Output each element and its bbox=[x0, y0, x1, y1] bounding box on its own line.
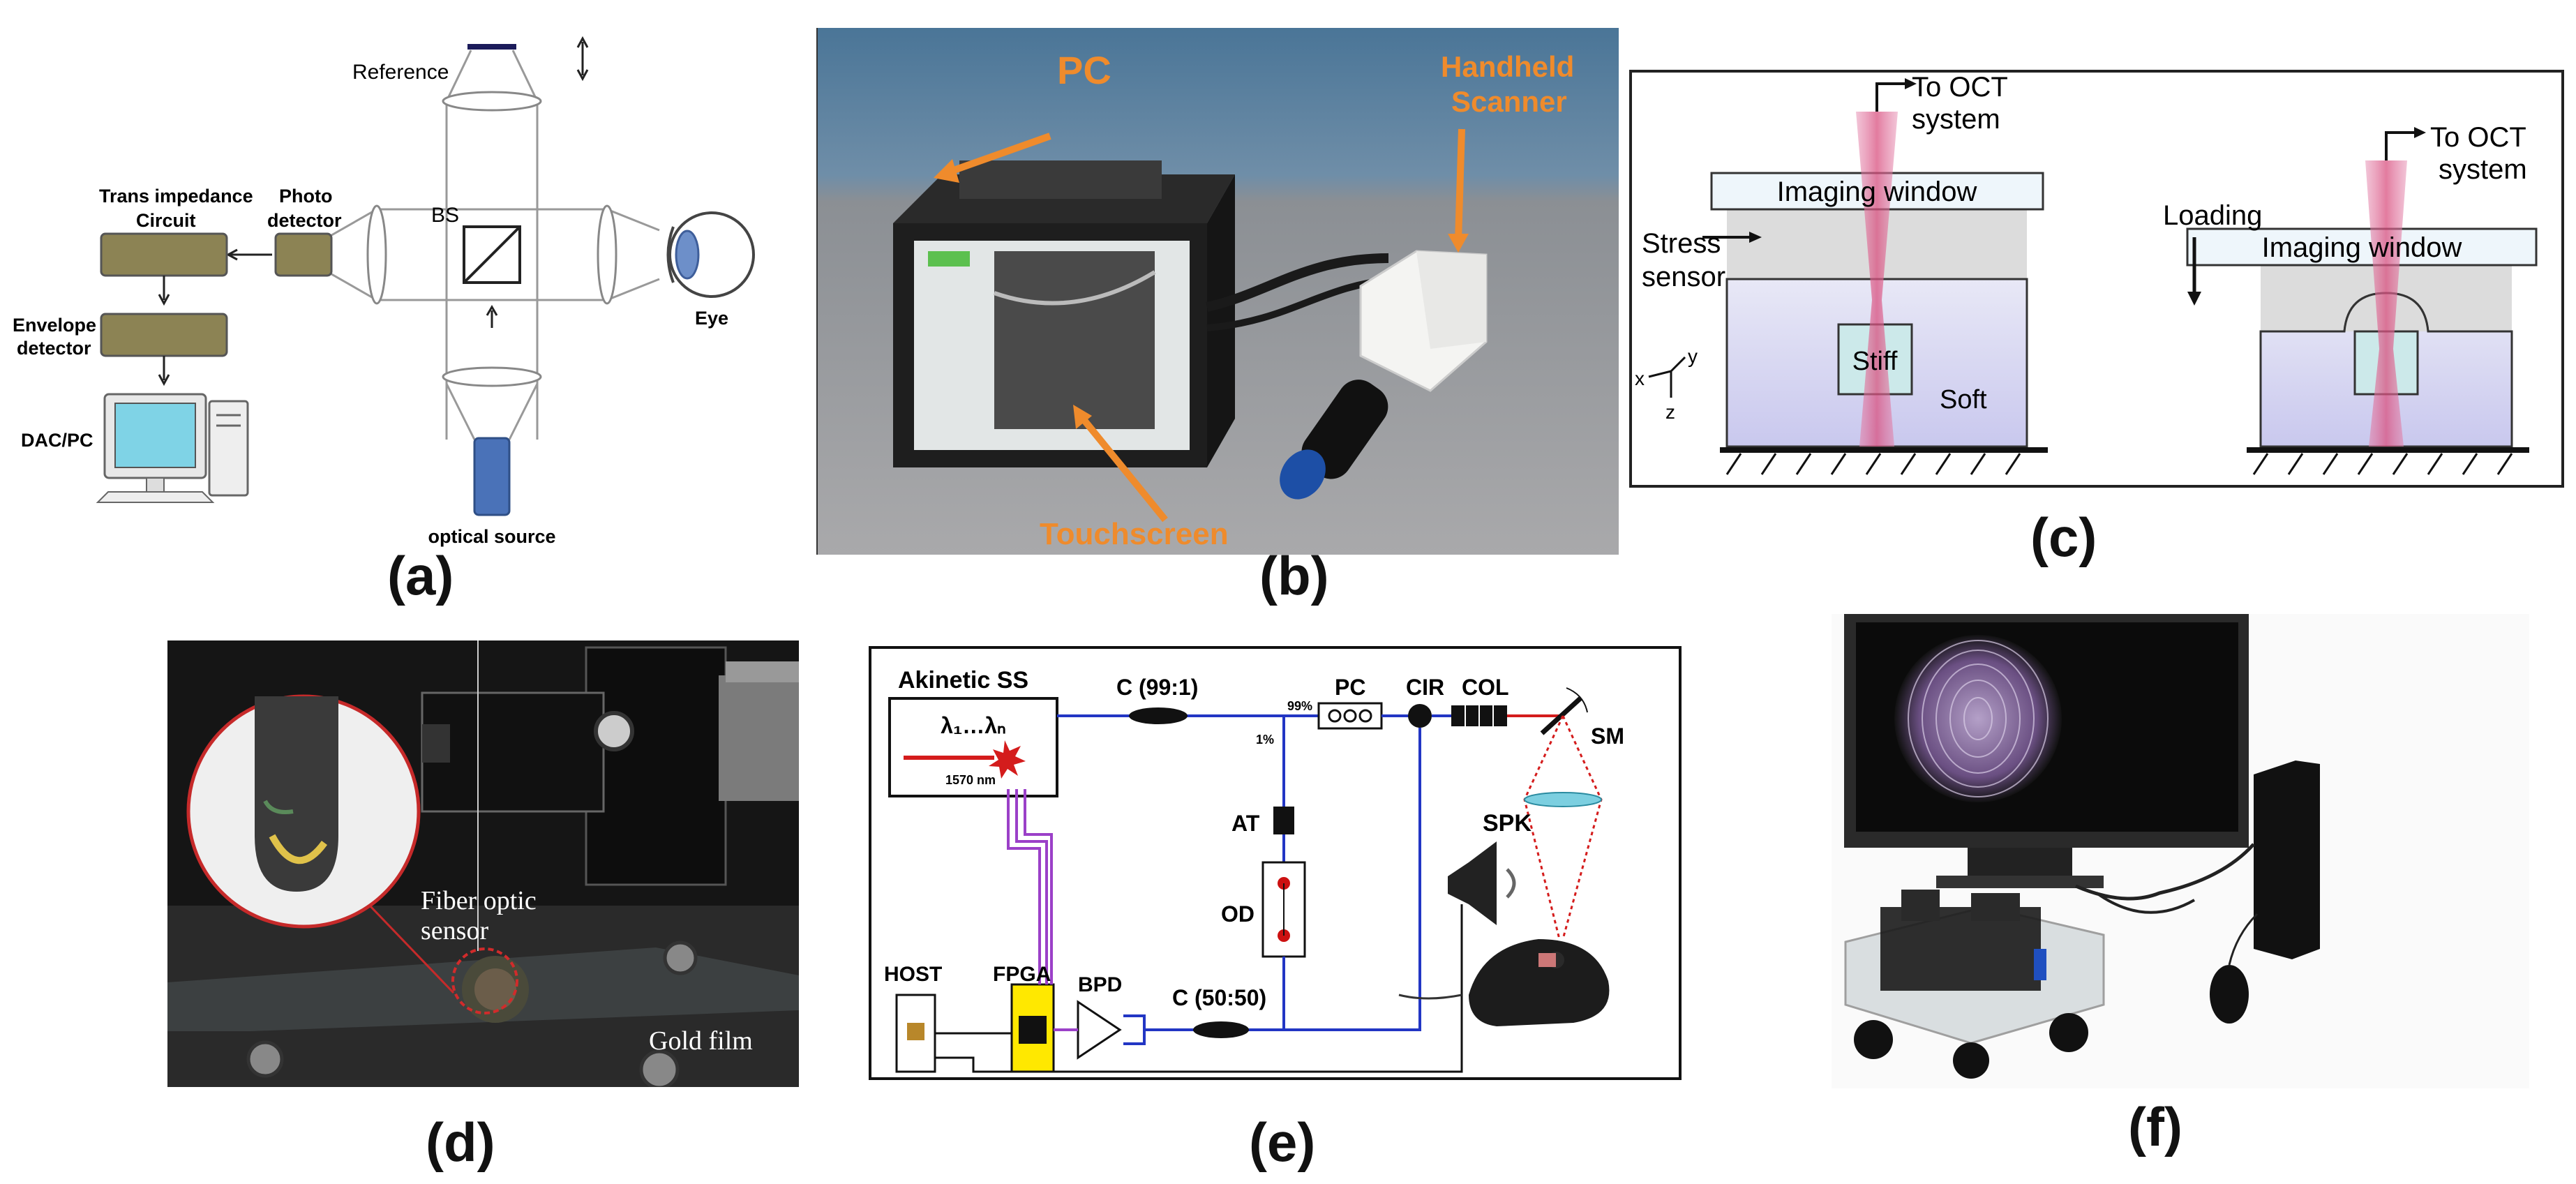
panel-f-photo bbox=[1832, 614, 2529, 1088]
sm-label: SM bbox=[1591, 724, 1624, 749]
coupler-99-1 bbox=[1129, 707, 1188, 724]
wavelength-label: 1570 nm bbox=[945, 773, 996, 787]
reference-lens bbox=[442, 91, 542, 112]
sensor-label-d: sensor bbox=[421, 916, 488, 945]
imaging-window-label-1: Imaging window bbox=[1777, 177, 1977, 207]
optical-source-box bbox=[473, 437, 511, 516]
scanner-label: Scanner bbox=[1451, 85, 1567, 118]
axis-x-label: x bbox=[1635, 368, 1645, 389]
stiff-label: Stiff bbox=[1852, 347, 1898, 376]
pc-label: PC bbox=[1057, 48, 1111, 92]
akinetic-label: Akinetic SS bbox=[898, 667, 1028, 694]
axis-z-label: z bbox=[1665, 401, 1675, 423]
mouse-animal-icon bbox=[1398, 939, 1610, 1026]
panel-d: Fiber optic sensor Gold film bbox=[167, 640, 799, 1090]
highlight-circle bbox=[451, 947, 518, 1014]
caption-a: (a) bbox=[387, 545, 454, 606]
arrow-up-icon bbox=[486, 305, 498, 316]
at-label: AT bbox=[1231, 811, 1260, 836]
panel-a: Reference BS Trans impedance Circuit Pho… bbox=[0, 0, 802, 558]
handheld-label: Handheld bbox=[1441, 50, 1574, 83]
gold-film-label: Gold film bbox=[649, 1026, 753, 1056]
bpd-label: BPD bbox=[1078, 973, 1122, 996]
caption-e: (e) bbox=[1249, 1111, 1316, 1173]
host-label: HOST bbox=[884, 963, 942, 986]
axis-y-label: y bbox=[1688, 345, 1698, 367]
cir-label: CIR bbox=[1406, 675, 1444, 700]
caption-d: (d) bbox=[426, 1111, 495, 1173]
oct-beam-left bbox=[1856, 112, 1898, 447]
computer-tower bbox=[2254, 760, 2320, 959]
caption-b: (b) bbox=[1259, 545, 1329, 606]
photo-detector-label: detector bbox=[267, 210, 342, 231]
spk-label: SPK bbox=[1483, 810, 1532, 837]
to-oct-label-1: To OCT bbox=[1912, 72, 2008, 103]
fingerprint-image bbox=[1894, 635, 2062, 802]
source-lens bbox=[442, 366, 542, 387]
envelope-detector-box bbox=[100, 313, 228, 357]
photo-label: Photo bbox=[279, 186, 332, 207]
circuit-label: Circuit bbox=[136, 210, 196, 231]
od-label: OD bbox=[1221, 901, 1255, 927]
computer-icon bbox=[96, 393, 249, 503]
speaker-icon bbox=[1448, 841, 1516, 925]
coupler-50-50 bbox=[1193, 1021, 1249, 1038]
objective-lens bbox=[1524, 792, 1602, 807]
dac-pc-label: DAC/PC bbox=[21, 430, 93, 451]
bs-label: BS bbox=[431, 204, 459, 227]
computer-mouse bbox=[2210, 965, 2249, 1024]
optical-source-label: optical source bbox=[428, 526, 555, 547]
detector-lens bbox=[366, 204, 387, 305]
eye-lens bbox=[597, 204, 617, 305]
to-oct-label-2: To OCT bbox=[2430, 122, 2526, 153]
panel-e-diagram: Akinetic SS λ₁…λₙ 1570 nm C (99:1) 99% 1… bbox=[869, 646, 1682, 1080]
system-label-2: system bbox=[2439, 154, 2527, 185]
caption-f: (f) bbox=[2128, 1096, 2182, 1157]
panel-b: PC Handheld Scanner Touchscreen bbox=[815, 28, 1619, 555]
trans-impedance-label: Trans impedance bbox=[99, 186, 253, 207]
panel-e: Akinetic SS λ₁…λₙ 1570 nm C (99:1) 99% 1… bbox=[869, 646, 1682, 1080]
panel-c-diagram: To OCT system Imaging window Stress sens… bbox=[1629, 70, 2564, 488]
trans-impedance-box bbox=[100, 232, 228, 277]
touchscreen-label: Touchscreen bbox=[1040, 517, 1229, 551]
scanner-lens bbox=[1301, 380, 1388, 479]
envelope-label: Envelope bbox=[13, 315, 96, 336]
pc-label-e: PC bbox=[1335, 675, 1365, 700]
fiber-optic-label: Fiber optic bbox=[421, 886, 537, 915]
axes-icon bbox=[1648, 356, 1686, 398]
pc-slot bbox=[959, 160, 1162, 199]
panel-f bbox=[1832, 614, 2529, 1088]
soft-label: Soft bbox=[1940, 385, 1987, 414]
oct-beam-right bbox=[2365, 160, 2407, 447]
pct-99-label: 99% bbox=[1287, 699, 1312, 713]
loading-label: Loading bbox=[2163, 200, 2262, 231]
sensor-label: sensor bbox=[1642, 262, 1725, 292]
coupler-5050-label: C (50:50) bbox=[1172, 985, 1266, 1010]
akinetic-source-box bbox=[888, 697, 1058, 797]
pct-1-label: 1% bbox=[1256, 733, 1274, 747]
imaging-window-label-2: Imaging window bbox=[2262, 232, 2462, 263]
col-label: COL bbox=[1462, 675, 1509, 700]
imaging-window-right bbox=[2186, 227, 2538, 267]
scanning-mirror bbox=[1540, 696, 1582, 735]
stress-label: Stress bbox=[1642, 228, 1721, 259]
fpga-label: FPGA bbox=[993, 963, 1051, 986]
system-label-1: system bbox=[1912, 104, 2000, 135]
attenuator bbox=[1273, 807, 1294, 834]
panel-d-photo: Fiber optic sensor Gold film bbox=[167, 640, 799, 1090]
eye-label: Eye bbox=[695, 308, 728, 329]
caption-c: (c) bbox=[2030, 507, 2097, 568]
coupler-99-label: C (99:1) bbox=[1116, 675, 1198, 700]
panel-c: To OCT system Imaging window Stress sens… bbox=[1629, 70, 2564, 488]
panel-b-photo: PC Handheld Scanner Touchscreen bbox=[815, 28, 1619, 555]
laser-burst-icon bbox=[989, 740, 1026, 779]
panel-a-diagram: Reference BS Trans impedance Circuit Pho… bbox=[13, 36, 755, 547]
mount-block bbox=[585, 646, 727, 886]
fiber-holder bbox=[421, 691, 605, 813]
photo-detector-box bbox=[274, 232, 333, 277]
envelope-detector-label: detector bbox=[17, 338, 91, 359]
circulator bbox=[1408, 704, 1432, 728]
reference-label: Reference bbox=[352, 61, 449, 84]
lambda-label: λ₁…λₙ bbox=[941, 713, 1006, 738]
